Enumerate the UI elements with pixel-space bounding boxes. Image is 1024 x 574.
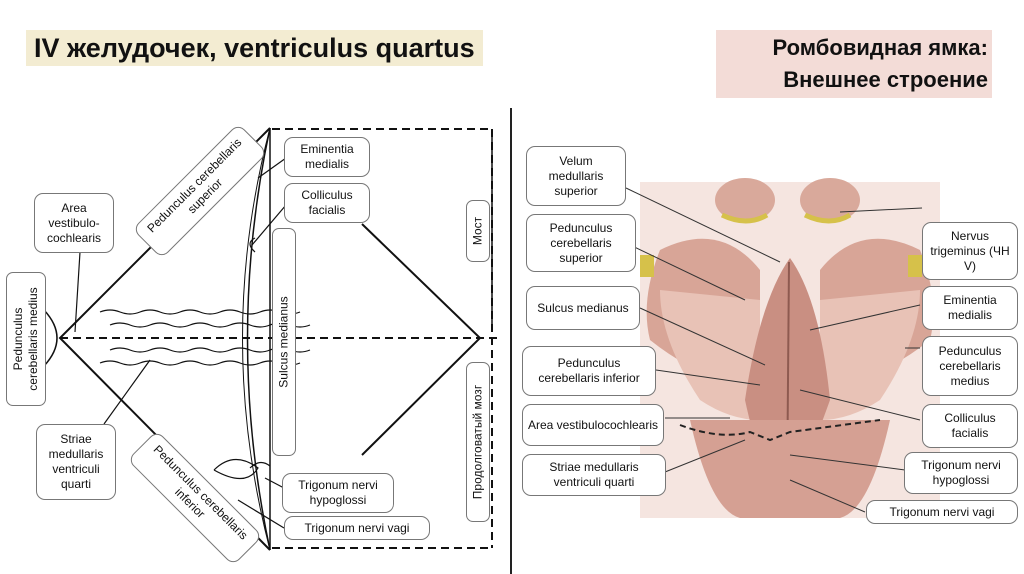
ped-med-label: Pedunculus cerebellaris medius (6, 272, 46, 406)
emin-right-label: Eminentia medialis (922, 286, 1018, 330)
medulla-text: Продолговатый мозг (470, 384, 485, 500)
ped-med-right-label: Pedunculus cerebellaris medius (922, 336, 1018, 396)
emin-text: Eminentia medialis (300, 142, 354, 171)
trig-hyp-right-text: Trigonum nervi hypoglossi (921, 458, 1001, 487)
coll-label: Colliculus facialis (284, 183, 370, 223)
coll-right-text: Colliculus facialis (944, 411, 996, 440)
coll-text: Colliculus facialis (301, 188, 353, 217)
ped-med-right-text: Pedunculus cerebellaris medius (938, 343, 1002, 388)
title-right-line1: Ромбовидная ямка: (772, 35, 988, 60)
ped-inf-right-text: Pedunculus cerebellaris inferior (538, 356, 640, 385)
trig-hyp-label: Trigonum nervi hypoglossi (282, 473, 394, 513)
sulcus-label: Sulcus medianus (272, 228, 296, 456)
most-label: Мост (466, 200, 490, 262)
emin-right-text: Eminentia medialis (943, 293, 997, 322)
ped-sup-right-text: Pedunculus cerebellaris superior (549, 220, 613, 265)
striae-right-label: Striae medullaris ventriculi quarti (522, 454, 666, 496)
coll-right-label: Colliculus facialis (922, 404, 1018, 448)
trig-vagi-text: Trigonum nervi vagi (304, 520, 410, 535)
trig-vagi-label: Trigonum nervi vagi (284, 516, 430, 540)
area-vc-text: Area vestibulo-cochlearis (46, 200, 102, 245)
sulcus-right-label: Sulcus medianus (526, 286, 640, 330)
title-right: Ромбовидная ямка: Внешнее строение (716, 30, 992, 98)
sulcus-text: Sulcus medianus (276, 296, 291, 388)
trig-vagi-right-text: Trigonum nervi vagi (889, 504, 995, 519)
area-vc-right-label: Area vestibulocochlearis (522, 404, 664, 446)
velum-label: Velum medullaris superior (526, 146, 626, 206)
emin-label: Eminentia medialis (284, 137, 370, 177)
trig-hyp-right-label: Trigonum nervi hypoglossi (904, 452, 1018, 494)
most-text: Мост (470, 216, 485, 246)
velum-text: Velum medullaris superior (548, 153, 604, 198)
ped-med-text: Pedunculus cerebellaris medius (11, 287, 40, 391)
sulcus-right-text: Sulcus medianus (537, 300, 629, 315)
striae-text: Striae medullaris ventriculi quarti (48, 432, 104, 491)
striae-right-text: Striae medullaris ventriculi quarti (549, 460, 639, 489)
ped-inf-right-label: Pedunculus cerebellaris inferior (522, 346, 656, 396)
title-left: IV желудочек, ventriculus quartus (26, 30, 483, 66)
striae-label: Striae medullaris ventriculi quarti (36, 424, 116, 500)
title-right-line2: Внешнее строение (783, 67, 988, 92)
trig-vagi-right-label: Trigonum nervi vagi (866, 500, 1018, 524)
area-vc-right-text: Area vestibulocochlearis (527, 417, 659, 432)
ped-sup-right-label: Pedunculus cerebellaris superior (526, 214, 636, 272)
nervus-label: Nervus trigeminus (ЧН V) (922, 222, 1018, 280)
area-vc-label: Area vestibulo-cochlearis (34, 193, 114, 253)
medulla-label: Продолговатый мозг (466, 362, 490, 522)
trig-hyp-text: Trigonum nervi hypoglossi (298, 478, 378, 507)
nervus-text: Nervus trigeminus (ЧН V) (930, 228, 1010, 273)
